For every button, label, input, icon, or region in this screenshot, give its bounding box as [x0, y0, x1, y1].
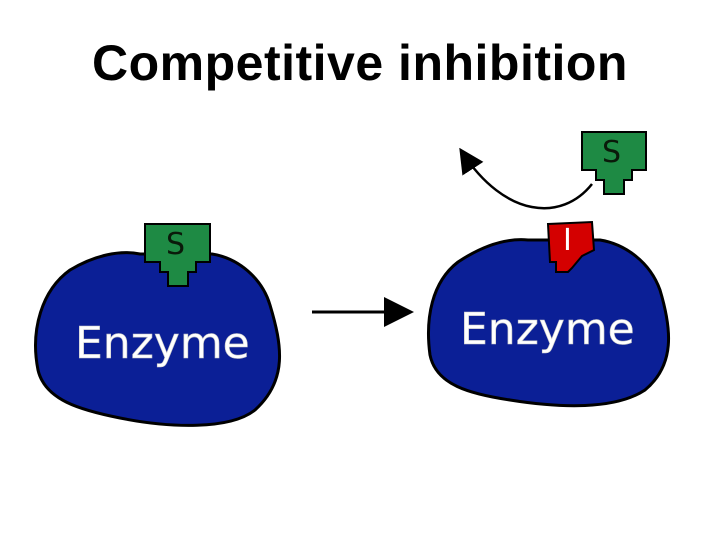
- enzyme-left: Enzyme: [36, 253, 280, 426]
- substrate-released-letter: S: [602, 135, 621, 170]
- inhibitor-letter: I: [563, 223, 572, 258]
- substrate-bound-letter: S: [166, 227, 185, 262]
- release-arrow: [462, 152, 592, 208]
- enzyme-left-label: Enzyme: [75, 318, 250, 369]
- enzyme-right-label: Enzyme: [460, 304, 635, 355]
- enzyme-right: Enzyme: [428, 240, 668, 406]
